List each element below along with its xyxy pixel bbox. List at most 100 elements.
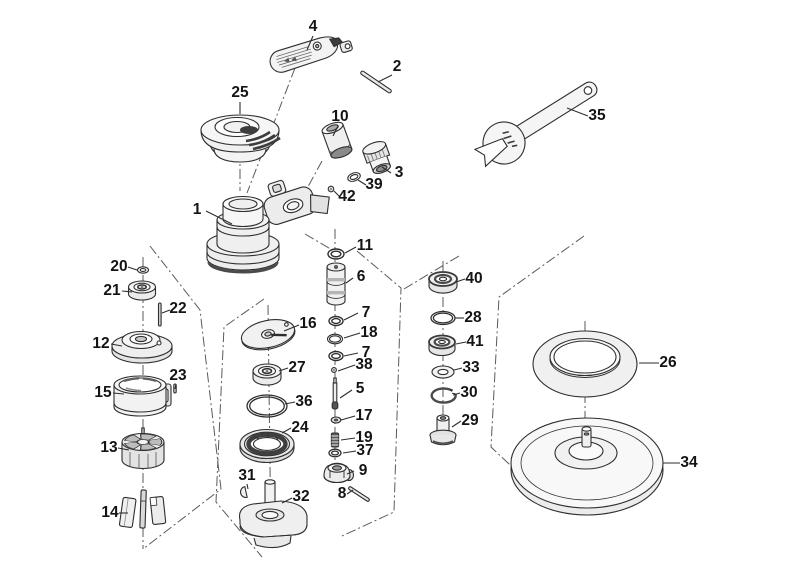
part-label-33: 33 [462,359,480,376]
part-label-28: 28 [464,309,482,326]
part-leader-2 [377,74,393,83]
part-leader-4 [306,35,314,51]
part-drawings [111,36,664,549]
part-11-o-ring [327,248,345,260]
part-leader-7 [343,312,359,321]
part-label-37: 37 [356,442,373,459]
part-label-2: 2 [393,58,402,75]
part-label-41: 41 [466,333,484,350]
part-32-balancer-shaft [238,479,308,549]
part-leader-22 [161,309,171,314]
part-leader-42 [333,190,341,198]
part-label-18: 18 [360,324,378,341]
part-24-seal-ring [239,428,295,464]
part-leader-20 [127,266,138,271]
part-36-o-ring [246,394,288,418]
part-leader-19 [340,437,356,441]
part-leader-3 [381,166,392,174]
part-leader-17 [340,415,356,421]
part-19-spring [330,432,340,448]
part-15-cylinder [113,375,172,417]
part-label-29: 29 [461,412,479,429]
leader-lines [110,35,680,514]
part-label-27: 27 [288,359,305,376]
part-leader-13 [117,447,130,451]
part-27-bearing [252,363,282,386]
part-label-9: 9 [359,462,368,479]
part-leader-23 [174,383,177,390]
part-label-23: 23 [169,367,187,384]
part-label-40: 40 [465,270,482,287]
part-4-throttle-lever [269,36,353,73]
part-label-26: 26 [659,354,677,371]
part-40-bearing [428,271,458,294]
part-12-bearing-plate [111,330,173,364]
part-33-washer [431,365,455,379]
part-leader-18 [343,332,361,339]
part-leader-24 [281,427,292,434]
part-leader-27 [278,367,289,372]
part-17-washer [330,416,342,424]
part-14-vanes [118,489,167,529]
part-leader-6 [345,277,354,284]
part-label-12: 12 [92,335,109,352]
part-label-1: 1 [193,201,202,218]
part-label-39: 39 [365,176,383,193]
part-leader-31 [246,483,249,490]
part-label-11: 11 [357,237,374,254]
part-5-valve-stem [331,377,339,410]
part-label-34: 34 [680,454,698,471]
part-41-bearing [428,334,456,357]
part-30-snap-ring [430,387,457,404]
part-leader-7 [343,352,359,357]
part-leader-37 [342,450,357,454]
part-leader-41 [455,341,467,345]
part-31-key [239,485,248,498]
part-leader-40 [455,278,466,283]
part-35-wrench [473,81,598,168]
part-label-7: 7 [362,304,371,321]
part-42-ball [327,185,335,193]
part-leader-33 [453,367,463,371]
part-label-16: 16 [299,315,317,332]
part-37-o-ring [328,448,342,458]
part-39-o-ring [347,172,361,182]
part-label-3: 3 [395,164,404,181]
part-leader-9 [346,470,355,475]
part-label-32: 32 [292,488,309,505]
part-label-35: 35 [588,107,606,124]
part-leader-12 [110,343,123,347]
part-2-pin [360,70,392,94]
part-leader-38 [337,364,356,372]
part-label-17: 17 [355,407,372,424]
part-9-cap-nut [323,462,355,484]
part-leader-30 [452,392,461,396]
part-label-24: 24 [291,419,309,436]
part-34-sanding-pad [510,417,664,516]
part-7-o-ring-lower [328,350,344,362]
part-leader-8 [346,489,354,495]
part-6-valve [326,262,346,306]
part-label-30: 30 [460,384,477,401]
part-leader-29 [451,420,462,428]
part-label-21: 21 [103,282,121,299]
part-25-top-cap [200,114,281,163]
part-13-rotor [121,427,165,470]
part-22-pin [157,302,162,327]
part-label-19: 19 [355,429,373,446]
part-label-8: 8 [338,485,347,502]
part-leader-39 [357,179,367,186]
part-20-retaining-ring [136,266,150,274]
part-leader-36 [284,401,296,405]
part-1-motor-housing [206,179,330,274]
part-21-bearing [127,280,157,301]
part-label-38: 38 [355,356,373,373]
part-16-end-plate [240,319,296,351]
part-8-pin [348,486,370,502]
part-label-36: 36 [295,393,313,410]
part-label-15: 15 [94,384,112,401]
part-leader-1 [205,210,233,225]
part-label-31: 31 [238,467,256,484]
